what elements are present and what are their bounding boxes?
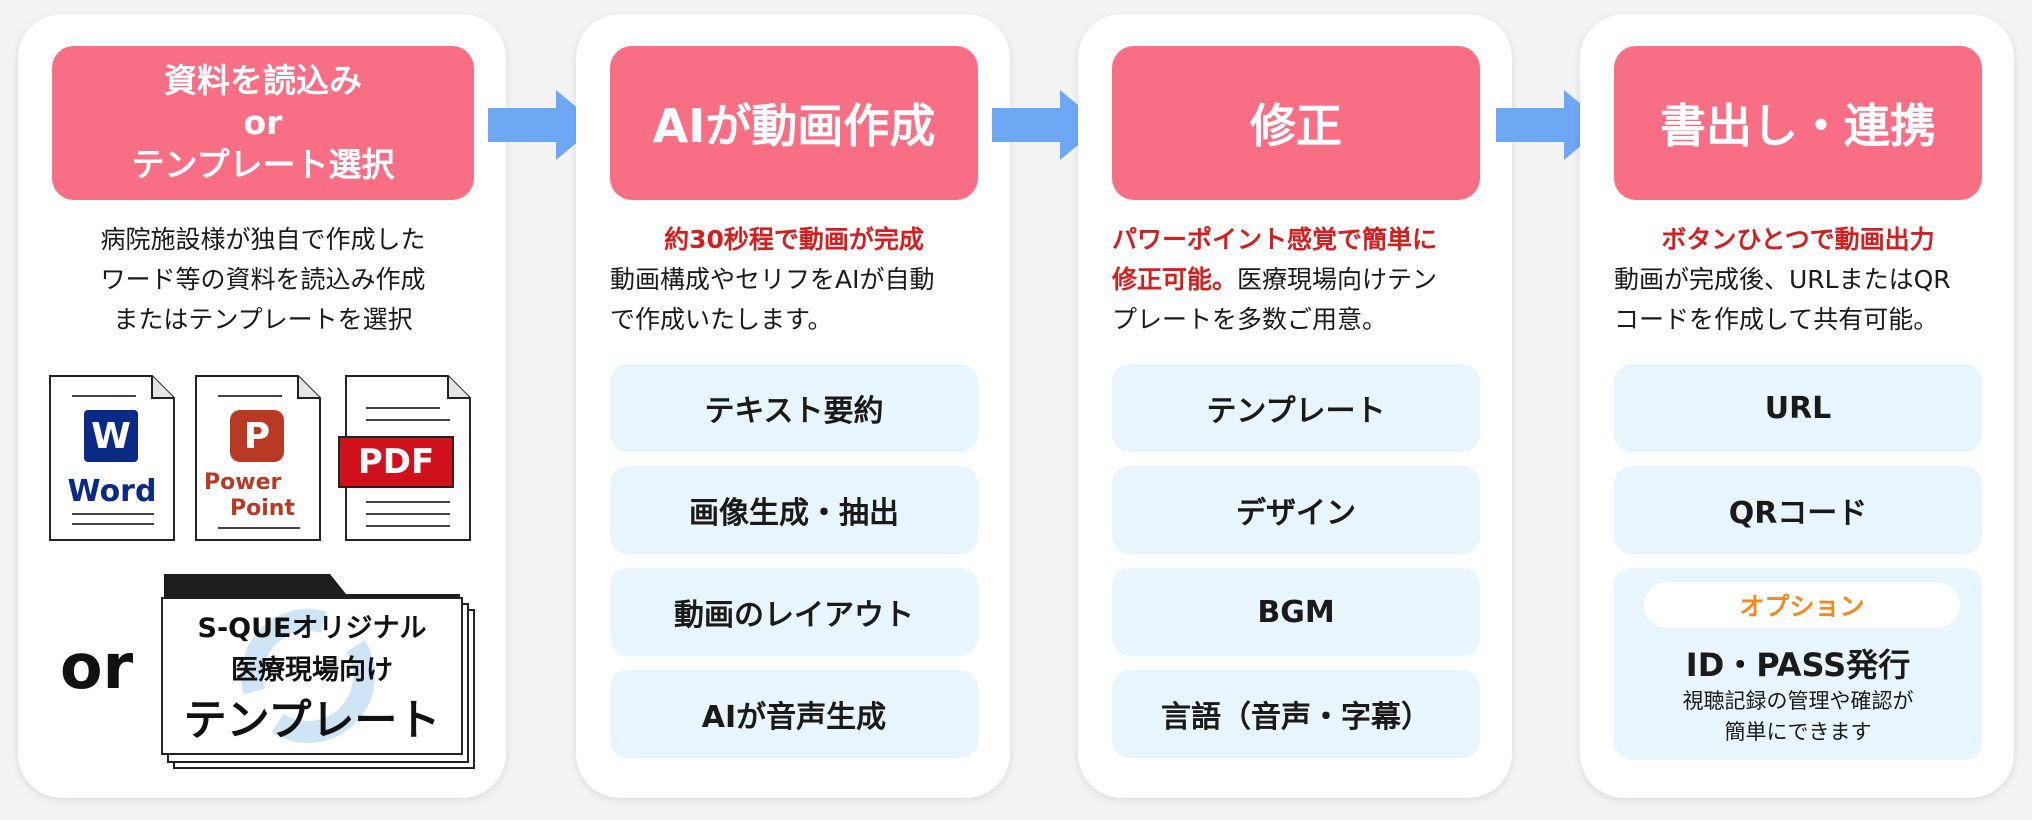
highlight-text: ボタンひとつで動画出力	[1661, 225, 1935, 254]
desc-line: 病院施設様が独自で作成した	[100, 225, 426, 254]
step-header-export: 書出し・連携	[1614, 46, 1982, 200]
step-description-edit: パワーポイント感覚で簡単に 修正可能。医療現場向けテン プレートを多数ご用意。	[1112, 220, 1502, 340]
step-description-import: 病院施設様が独自で作成した ワード等の資料を読込み作成 またはテンプレートを選択	[40, 220, 486, 340]
powerpoint-label-line: Power	[204, 470, 282, 495]
feature-pill: URL	[1614, 364, 1982, 452]
template-line: S-QUEオリジナル	[197, 613, 427, 644]
header-line: 資料を読込み	[164, 61, 362, 100]
step-header-import: 資料を読込み or テンプレート選択	[52, 46, 474, 200]
option-note: 視聴記録の管理や確認が 簡単にできます	[1614, 686, 1982, 748]
step-description-ai-create: 約30秒程で動画が完成 動画構成やセリフをAIが自動 で作成いたします。	[610, 220, 990, 340]
desc-line: 動画が完成後、URLまたはQR	[1614, 265, 1951, 294]
template-line: テンプレート	[183, 696, 441, 746]
feature-pill: AIが音声生成	[610, 670, 978, 758]
desc-line: で作成いたします。	[610, 305, 833, 334]
feature-pill: 言語（音声・字幕）	[1112, 670, 1480, 758]
desc-line: またはテンプレートを選択	[113, 305, 413, 334]
powerpoint-label-line: Point	[230, 496, 295, 521]
step-header-edit: 修正	[1112, 46, 1480, 200]
option-note-line: 視聴記録の管理や確認が	[1682, 689, 1914, 713]
desc-line: プレートを多数ご用意。	[1112, 305, 1388, 334]
feature-pill: 画像生成・抽出	[610, 466, 978, 554]
option-tag: オプション	[1644, 582, 1960, 628]
desc-text: 医療現場向けテン	[1237, 265, 1438, 294]
word-file-icon: W Word	[48, 374, 176, 542]
pdf-badge: PDF	[338, 436, 454, 488]
header-line: or	[243, 103, 283, 142]
option-box: オプション ID・PASS発行 視聴記録の管理や確認が 簡単にできます	[1614, 568, 1982, 760]
desc-line: 修正可能。医療現場向けテン	[1112, 260, 1502, 300]
desc-line: ワード等の資料を読込み作成	[100, 265, 426, 294]
feature-pill: 動画のレイアウト	[610, 568, 978, 656]
powerpoint-badge: P	[230, 410, 284, 462]
highlight-text: 修正可能。	[1112, 265, 1238, 294]
highlight-text: パワーポイント感覚で簡単に	[1112, 225, 1438, 254]
or-label: or	[60, 630, 134, 703]
template-folder-icon: S-QUEオリジナル 医療現場向け テンプレート	[160, 564, 480, 774]
feature-pill: テキスト要約	[610, 364, 978, 452]
template-line: 医療現場向け	[231, 655, 393, 686]
desc-line: 動画構成やセリフをAIが自動	[610, 265, 935, 294]
right-arrow-icon	[488, 90, 598, 160]
feature-pill: BGM	[1112, 568, 1480, 656]
powerpoint-file-icon: P Power Point	[194, 374, 322, 542]
feature-pill: QRコード	[1614, 466, 1982, 554]
feature-pill: テンプレート	[1112, 364, 1480, 452]
header-line: テンプレート選択	[131, 145, 395, 184]
word-label: Word	[67, 474, 157, 509]
highlight-text: 約30秒程で動画が完成	[664, 225, 924, 254]
option-title: ID・PASS発行	[1685, 646, 1911, 684]
powerpoint-label: Power Point	[204, 470, 295, 522]
step-description-export: ボタンひとつで動画出力 動画が完成後、URLまたはQR コードを作成して共有可能…	[1614, 220, 2004, 340]
feature-pill: デザイン	[1112, 466, 1480, 554]
right-arrow-icon	[1496, 90, 1606, 160]
right-arrow-icon	[992, 90, 1102, 160]
word-badge: W	[84, 410, 138, 462]
pdf-file-icon: PDF	[338, 374, 472, 542]
desc-line: コードを作成して共有可能。	[1614, 305, 1939, 334]
option-note-line: 簡単にできます	[1724, 720, 1872, 744]
step-header-ai-create: AIが動画作成	[610, 46, 978, 200]
